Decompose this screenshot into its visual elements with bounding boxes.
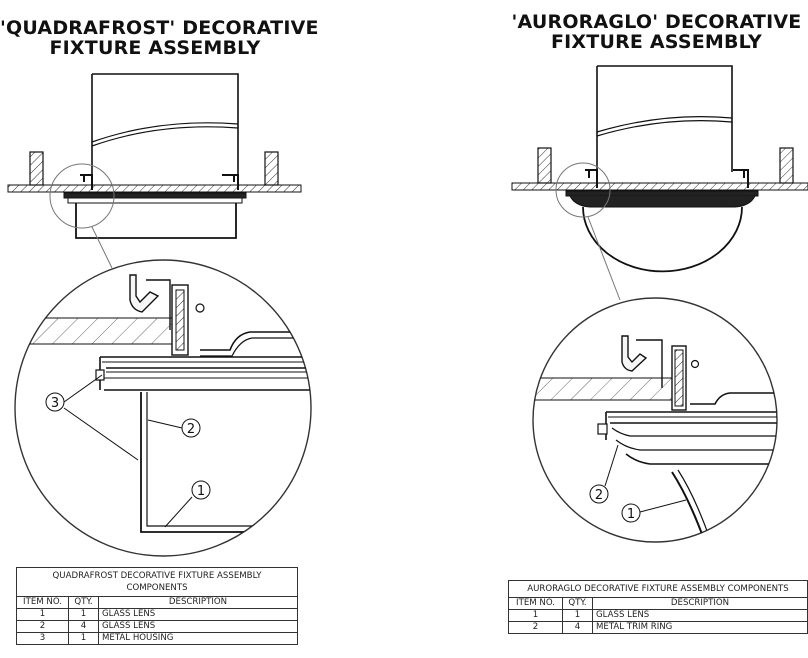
right-detail-view: 2 1 (532, 297, 778, 543)
bom-item-no: 1 (16, 608, 69, 621)
callout-2-leader (147, 419, 183, 429)
right-overview (511, 65, 808, 301)
left-assembly-title: 'QUADRAFROST' DECORATIVE FIXTURE ASSEMBL… (0, 17, 319, 59)
callout-2-left: 2 (181, 418, 201, 438)
callout-2-right: 2 (589, 484, 609, 504)
table-row: 2 4 METAL TRIM RING (508, 621, 808, 634)
right-bom-title: AURORAGLO DECORATIVE FIXTURE ASSEMBLY CO… (508, 580, 808, 598)
svg-text:2: 2 (187, 422, 195, 437)
right-bom-header-qty: QTY. (562, 597, 593, 610)
right-bom-table: AURORAGLO DECORATIVE FIXTURE ASSEMBLY CO… (508, 580, 808, 634)
table-row: 1 1 GLASS LENS (16, 608, 298, 621)
bom-description: METAL TRIM RING (592, 621, 808, 634)
bom-qty: 4 (68, 620, 99, 633)
svg-text:3: 3 (51, 396, 59, 411)
bom-qty: 4 (562, 621, 593, 634)
bom-item-no: 2 (16, 620, 69, 633)
bom-item-no: 2 (508, 621, 563, 634)
callout-1-right: 1 (621, 503, 641, 523)
callout-1-left: 1 (191, 480, 211, 500)
left-bom-header-row: ITEM NO. QTY. DESCRIPTION (16, 596, 298, 609)
bom-description: GLASS LENS (98, 620, 298, 633)
bom-qty: 1 (68, 632, 99, 645)
left-overview (7, 73, 302, 269)
left-bom-title: QUADRAFROST DECORATIVE FIXTURE ASSEMBLY … (16, 567, 298, 597)
left-bom-header-description: DESCRIPTION (98, 596, 298, 609)
table-row: 1 1 GLASS LENS (508, 609, 808, 622)
svg-text:2: 2 (595, 488, 603, 503)
bom-item-no: 1 (508, 609, 563, 622)
right-title-line2: FIXTURE ASSEMBLY (550, 31, 762, 53)
right-bom-header-description: DESCRIPTION (592, 597, 808, 610)
callout-2-right-leader (604, 444, 619, 487)
callout-3-leader-a (63, 374, 103, 403)
callout-3-left: 3 (45, 392, 65, 412)
left-title-line1: 'QUADRAFROST' DECORATIVE (0, 17, 319, 39)
left-bom-header-item: ITEM NO. (16, 596, 69, 609)
svg-text:1: 1 (197, 484, 205, 499)
left-detail-view: 3 2 1 (14, 259, 312, 557)
bom-description: METAL HOUSING (98, 632, 298, 645)
left-bom-table: QUADRAFROST DECORATIVE FIXTURE ASSEMBLY … (16, 567, 298, 645)
bom-qty: 1 (562, 609, 593, 622)
bom-qty: 1 (68, 608, 99, 621)
right-bom-header-item: ITEM NO. (508, 597, 563, 610)
bom-description: GLASS LENS (592, 609, 808, 622)
left-title-line2: FIXTURE ASSEMBLY (49, 37, 261, 59)
callout-1-leader (164, 496, 193, 528)
table-row: 3 1 METAL HOUSING (16, 632, 298, 645)
right-bom-header-row: ITEM NO. QTY. DESCRIPTION (508, 597, 808, 610)
callout-3-leader-b (63, 407, 139, 461)
table-row: 2 4 GLASS LENS (16, 620, 298, 633)
bom-description: GLASS LENS (98, 608, 298, 621)
bom-item-no: 3 (16, 632, 69, 645)
svg-text:1: 1 (627, 507, 635, 522)
left-bom-header-qty: QTY. (68, 596, 99, 609)
right-assembly-title: 'AURORAGLO' DECORATIVE FIXTURE ASSEMBLY (505, 12, 808, 52)
right-title-line1: 'AURORAGLO' DECORATIVE (511, 11, 802, 33)
callout-1-right-leader (639, 499, 687, 513)
